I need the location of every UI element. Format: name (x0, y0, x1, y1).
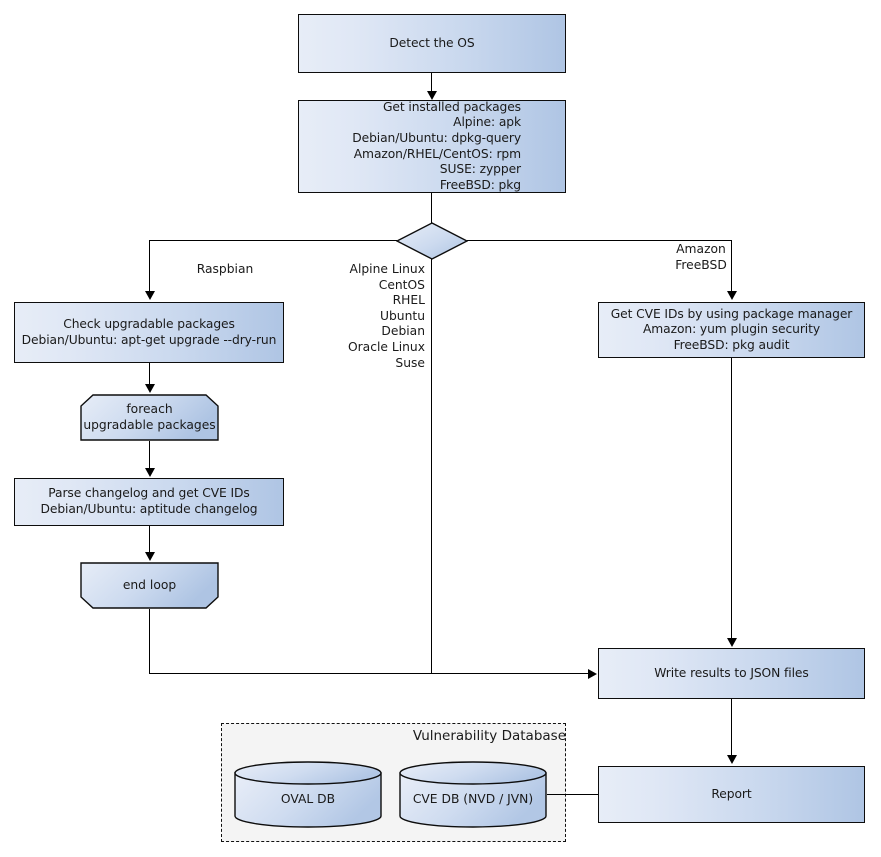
node-write-results-label: Write results to JSON files (654, 665, 809, 680)
node-foreach-loop-label: foreach upgradable packages (83, 401, 216, 432)
node-os-decision[interactable] (396, 222, 468, 260)
node-foreach-loop[interactable]: foreach upgradable packages (80, 394, 219, 441)
node-detect-os[interactable]: Detect the OS (298, 14, 566, 73)
connector-decision-left-horizontal (149, 240, 397, 242)
node-report-label: Report (711, 786, 752, 801)
connector-endloop-down (149, 609, 151, 674)
connector-packages-to-decision (431, 193, 433, 223)
node-get-installed-packages-label: Get installed packages Alpine: apk Debia… (352, 99, 521, 192)
node-os-decision-label (396, 222, 468, 260)
connector-detect-to-packages (431, 73, 433, 92)
arrow-detect-to-packages (427, 91, 437, 100)
connector-write-results-to-report (731, 699, 733, 756)
arrow-foreach-to-parse (145, 468, 155, 477)
edge-label-raspbian: Raspbian (196, 262, 254, 276)
node-report[interactable]: Report (598, 766, 865, 823)
arrow-decision-to-check-upgradable (145, 291, 155, 300)
database-oval-db[interactable]: OVAL DB (234, 761, 382, 828)
database-cylinder-icon (234, 761, 382, 828)
loop-start-shape-icon (80, 394, 219, 441)
arrow-write-results-to-report (727, 755, 737, 764)
node-detect-os-label: Detect the OS (389, 35, 475, 50)
database-cylinder-icon (399, 761, 547, 828)
database-cve-db[interactable]: CVE DB (NVD / JVN) (399, 761, 547, 828)
database-cve-db-label: CVE DB (NVD / JVN) (412, 792, 534, 806)
group-vulnerability-database-title: Vulnerability Database (412, 728, 566, 744)
connector-foreach-to-parse (149, 441, 151, 469)
arrow-cve-to-write-results (727, 638, 737, 647)
loop-end-shape-icon (80, 562, 219, 609)
node-get-cve-ids-label: Get CVE IDs by using package manager Ama… (610, 306, 853, 352)
connector-decision-middle-vertical (431, 259, 433, 673)
node-write-results[interactable]: Write results to JSON files (598, 648, 865, 699)
node-check-upgradable-packages[interactable]: Check upgradable packages Debian/Ubuntu:… (14, 302, 284, 363)
node-check-upgradable-packages-label: Check upgradable packages Debian/Ubuntu:… (21, 316, 277, 347)
connector-merge-to-write-results (149, 673, 589, 675)
connector-decision-left-vertical (149, 240, 151, 291)
node-parse-changelog[interactable]: Parse changelog and get CVE IDs Debian/U… (14, 478, 284, 526)
database-oval-db-label: OVAL DB (280, 792, 336, 806)
arrow-parse-to-endloop (145, 552, 155, 561)
edge-label-middle-os-list: Alpine Linux CentOS RHEL Ubuntu Debian O… (347, 262, 425, 370)
connector-cve-to-write-results (731, 358, 733, 639)
arrow-merge-to-write-results (588, 669, 597, 679)
connector-decision-right-horizontal (467, 240, 732, 242)
node-end-loop-label: end loop (122, 577, 177, 592)
arrow-decision-to-get-cve-ids (727, 291, 737, 300)
node-get-cve-ids[interactable]: Get CVE IDs by using package manager Ama… (598, 302, 865, 358)
edge-label-amazon-freebsd: Amazon FreeBSD (675, 242, 727, 272)
connector-parse-to-endloop (149, 526, 151, 553)
connector-database-to-report (547, 794, 598, 796)
node-get-installed-packages[interactable]: Get installed packages Alpine: apk Debia… (298, 100, 566, 193)
node-parse-changelog-label: Parse changelog and get CVE IDs Debian/U… (40, 486, 258, 516)
connector-check-to-foreach (149, 363, 151, 385)
node-end-loop[interactable]: end loop (80, 562, 219, 609)
connector-decision-right-vertical (731, 240, 733, 291)
arrow-check-to-foreach (145, 384, 155, 393)
